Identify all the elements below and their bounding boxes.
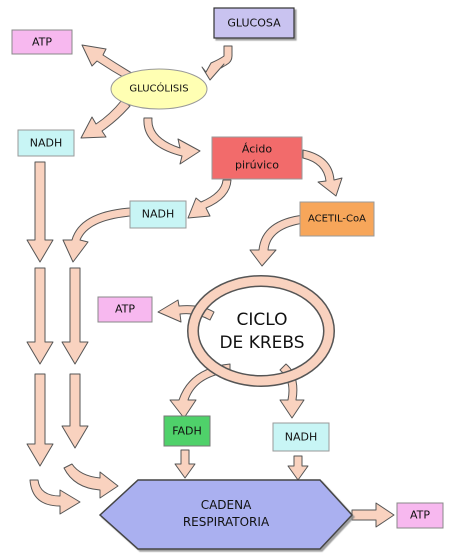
arrow-glucolisis-to-nadh [80, 99, 131, 139]
glucolisis-ellipse [110, 68, 208, 110]
node-glucolisis: GLUCÓLISIS [110, 68, 208, 110]
node-nadh-left: NADH [17, 129, 75, 157]
node-atp-bottom: ATP [396, 502, 444, 529]
acetil-coa-box [299, 201, 375, 237]
arrow-mid-to-cadena [63, 463, 119, 499]
cadena-hexagon [98, 479, 354, 550]
krebs-line2: DE KREBS [219, 333, 304, 353]
arrow-piruvico-to-acetil [302, 149, 343, 197]
arrow-left-col-1 [26, 161, 54, 263]
cadena-line2: RESPIRATORIA [183, 515, 270, 529]
arrow-fadh-to-cadena [174, 449, 196, 479]
krebs-cycle-ring [187, 275, 335, 387]
arrow-glucolisis-to-atp [81, 44, 136, 81]
fadh-box [163, 415, 211, 447]
arrows-layer [26, 44, 395, 528]
atp-krebs-box [97, 296, 153, 323]
nadh-krebs-label: NADH [285, 431, 318, 444]
arrow-mid-col-2 [61, 373, 89, 449]
acido-piruvico-line2: pirúvico [235, 159, 279, 172]
atp-bottom-box [396, 502, 444, 529]
glucosa-box [213, 7, 295, 39]
arrow-glucosa-to-glucolisis [201, 45, 233, 81]
node-atp-top: ATP [11, 29, 73, 55]
atp-top-box [11, 29, 73, 55]
node-atp-krebs: ATP [97, 296, 153, 323]
arrow-left-col-2 [26, 267, 54, 365]
node-krebs: CICLO DE KREBS [219, 310, 304, 353]
cadena-line1: CADENA [201, 498, 252, 512]
acido-piruvico-line1: Ácido [242, 143, 272, 156]
node-cadena-respiratoria: CADENA RESPIRATORIA [98, 479, 354, 550]
arrow-nadh-krebs-to-cadena [287, 455, 309, 481]
node-nadh-mid: NADH [129, 200, 187, 229]
nadh-mid-label: NADH [142, 208, 175, 221]
atp-krebs-label: ATP [115, 303, 135, 316]
fadh-label: FADH [172, 425, 202, 438]
arrow-piruvico-to-nadh [187, 179, 232, 219]
glucolisis-label: GLUCÓLISIS [129, 82, 188, 95]
nadh-mid-box [129, 200, 187, 229]
arrow-acetil-to-krebs [249, 214, 305, 267]
nadh-krebs-box [272, 422, 330, 452]
arrow-mid-col-1 [61, 267, 89, 365]
atp-bottom-label: ATP [410, 509, 430, 522]
arrow-left-col-3 [26, 373, 54, 467]
node-fadh: FADH [163, 415, 211, 447]
acetil-coa-label: ACETIL-CoA [308, 214, 366, 225]
node-nadh-krebs: NADH [272, 422, 330, 452]
node-glucosa: GLUCOSA [213, 7, 295, 39]
arrow-cadena-to-atp [351, 502, 395, 528]
node-acetil-coa: ACETIL-CoA [299, 201, 375, 237]
arrow-left-to-cadena [29, 479, 81, 515]
acido-piruvico-box [211, 136, 303, 180]
arrow-nadh-mid-to-left [62, 207, 131, 263]
node-acido-piruvico: Ácido pirúvico [211, 136, 303, 180]
atp-top-label: ATP [32, 36, 52, 49]
arrow-glucolisis-to-piruvico [143, 117, 201, 165]
nadh-left-box [17, 129, 75, 157]
krebs-line1: CICLO [237, 310, 288, 330]
nadh-left-label: NADH [30, 137, 63, 150]
glucosa-label: GLUCOSA [227, 17, 281, 30]
